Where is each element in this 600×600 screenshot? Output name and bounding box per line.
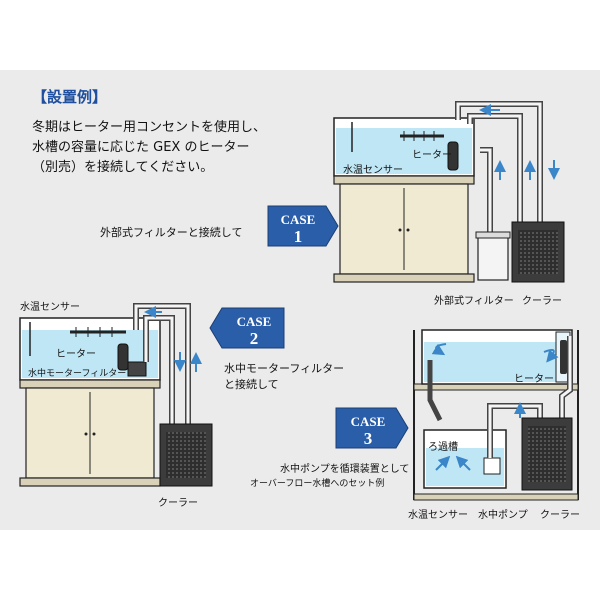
- case3-setup: [413, 329, 579, 501]
- case3-badge-number: 3: [364, 429, 373, 448]
- case2-description-line-1: 水中モーターフィルター: [224, 362, 345, 375]
- case1-description: 外部式フィルターと接続して: [100, 226, 243, 239]
- case2-badge-number: 2: [250, 329, 259, 348]
- case3-badge: [335, 407, 409, 449]
- case2-filter-label: 水中モーターフィルター: [28, 369, 127, 379]
- case3-water: [424, 342, 570, 382]
- case1-filter-label: 外部式フィルター: [434, 296, 514, 307]
- case1-cooler-label: クーラー: [522, 296, 562, 307]
- intro-line-3: （別売）を接続してください。: [32, 160, 214, 175]
- case2-heater-label: ヒーター: [56, 349, 96, 360]
- case3-description-line-1: 水中ポンプを循環装置として: [280, 464, 410, 475]
- case3-cooler-label: クーラー: [540, 510, 580, 521]
- intro-line-1: 冬期はヒーター用コンセントを使用し、: [32, 120, 267, 135]
- case1-sensor-label: 水温センサー: [343, 165, 403, 176]
- case3-pump-label: 水中ポンプ: [478, 510, 528, 521]
- case3-badge-label: CASE: [351, 414, 386, 429]
- case3-sensor-label: 水温センサー: [408, 510, 468, 521]
- case1-filter-canister: [477, 235, 509, 281]
- case1-badge-label: CASE: [281, 212, 316, 227]
- case2-setup: [19, 303, 213, 487]
- case2-badge-label: CASE: [237, 314, 272, 329]
- case2-badge: [209, 307, 285, 349]
- case1-heater-label: ヒーター: [412, 150, 452, 161]
- case1-badge-number: 1: [294, 227, 303, 246]
- case2-sensor-label: 水温センサー: [20, 302, 80, 313]
- case3-description-line-2: オーバーフロー水槽へのセット例: [250, 479, 385, 489]
- case1-setup: [333, 101, 565, 283]
- intro-line-2: 水槽の容量に応じた GEX のヒーター: [32, 140, 250, 155]
- case2-description-line-2: と接続して: [224, 378, 279, 391]
- case3-sump-label: ろ過槽: [428, 442, 458, 453]
- case2-cooler-label: クーラー: [158, 498, 198, 509]
- case1-badge: [267, 205, 339, 247]
- case3-heater-label: ヒーター: [514, 374, 554, 385]
- installation-heading: 【設置例】: [32, 88, 108, 106]
